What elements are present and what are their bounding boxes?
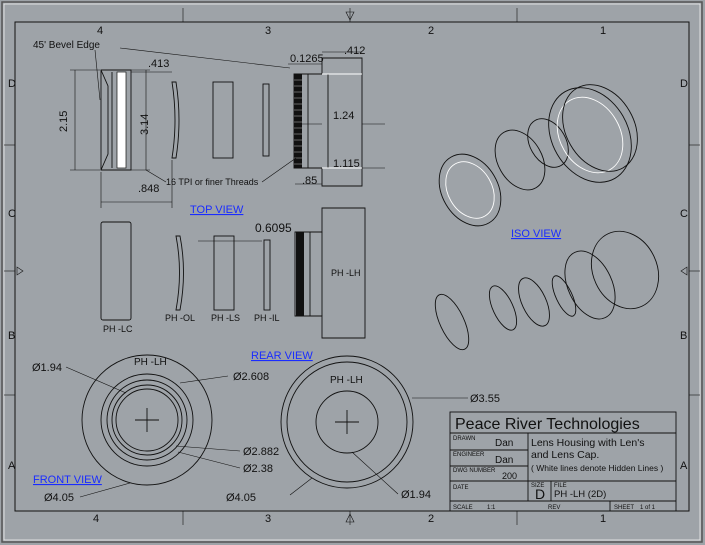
file-value: PH -LH (2D): [554, 489, 606, 500]
scale-value: 1:1: [487, 505, 496, 511]
top-col-3: 3: [265, 25, 271, 37]
drawn-value: Dan: [495, 438, 513, 449]
part-ls-outline: [213, 235, 235, 311]
dim-215: 2.15: [58, 111, 70, 132]
rear-view-drawing: REAR VIEW PH -LH Ø3.55 Ø4.05 Ø1.94: [226, 350, 500, 504]
engineer-value: Dan: [495, 455, 513, 466]
title-line-3: ( White lines denote Hidden Lines ): [531, 463, 663, 473]
right-row-b: B: [680, 330, 687, 342]
inner-frame: [14, 21, 690, 512]
label-lc: PH -LC: [103, 324, 133, 334]
file-label: FILE: [554, 483, 567, 489]
iso-view-drawing: ISO VIEW: [434, 84, 660, 351]
dim-01265: 0.1265: [290, 53, 324, 65]
sheet-label: SHEET: [614, 505, 634, 511]
dwg-number-value: 200: [502, 471, 517, 481]
dim-phi238: Ø2.38: [243, 463, 273, 475]
cap-hidden-band: [116, 71, 127, 169]
left-row-c: C: [8, 208, 16, 220]
top-dimension-lines: [70, 47, 385, 242]
label-il: PH -IL: [254, 313, 280, 323]
size-label: SIZE: [531, 483, 544, 489]
rear-view-link[interactable]: REAR VIEW: [251, 350, 313, 362]
dim-phi355: Ø3.55: [470, 393, 500, 405]
threads-callout: 16 TPI or finer Threads: [166, 177, 259, 187]
bottom-col-4: 4: [93, 513, 99, 525]
part-il-outline: [263, 239, 271, 311]
bevel-callout: 45' Bevel Edge: [33, 40, 100, 51]
bottom-col-1: 1: [600, 513, 606, 525]
rev-label: REV: [548, 505, 560, 511]
thread-band: [294, 74, 302, 168]
dim-1115: 1.115: [333, 158, 360, 170]
dim-124: 1.24: [333, 110, 354, 122]
top-col-4: 4: [97, 25, 103, 37]
label-ls: PH -LS: [211, 313, 240, 323]
left-row-d: D: [8, 78, 16, 90]
iso-view-link[interactable]: ISO VIEW: [511, 228, 562, 240]
part-lh-threads: [296, 232, 304, 316]
title-line-1: Lens Housing with Len's: [531, 437, 645, 449]
thread-lines: [294, 79, 302, 165]
inner-lens-section: [262, 83, 270, 157]
part-ol-outline: [175, 235, 184, 311]
company-name: Peace River Technologies: [455, 416, 640, 433]
parts-row: 0.6095 PH -LC PH -OL PH -LS PH -IL PH -L…: [100, 207, 366, 339]
left-row-a: A: [8, 460, 16, 472]
title-line-2: and Lens Cap.: [531, 449, 599, 461]
size-value: D: [535, 486, 545, 502]
outer-lens-section: [171, 81, 180, 159]
dim-phi2882: Ø2.882: [243, 446, 279, 458]
top-view-link[interactable]: TOP VIEW: [190, 204, 244, 216]
part-lc-outline: [100, 221, 132, 321]
title-block: Peace River Technologies DRAWN Dan ENGIN…: [449, 411, 677, 512]
sheet-value: 1 of 1: [640, 505, 656, 511]
front-view-drawing: PH -LH Ø1.94 Ø2.608 Ø2.882 Ø2.38 FRONT V…: [32, 354, 279, 504]
dim-412: .412: [344, 45, 365, 57]
engineer-label: ENGINEER: [453, 452, 485, 458]
housing-section: [293, 57, 363, 187]
dim-phi194-rear: Ø1.94: [401, 489, 431, 501]
top-col-1: 1: [600, 25, 606, 37]
top-view-drawing: 45' Bevel Edge .413 2.15 3.14 .848 16 TP…: [33, 40, 385, 242]
bottom-col-3: 3: [265, 513, 271, 525]
border-labels: 4 3 2 1 4 3 2 1 D C B A D C B A: [8, 25, 688, 525]
dim-phi194-front: Ø1.94: [32, 362, 62, 374]
dim-phi405-rear: Ø4.05: [226, 492, 256, 504]
dim-06095: 0.6095: [255, 221, 292, 235]
label-lh: PH -LH: [331, 268, 361, 278]
dwg-number-label: DWG NUMBER: [453, 468, 496, 474]
top-col-2: 2: [428, 25, 434, 37]
scale-label: SCALE: [453, 505, 473, 511]
bottom-col-2: 2: [428, 513, 434, 525]
label-ol: PH -OL: [165, 313, 195, 323]
right-row-a: A: [680, 460, 688, 472]
left-row-b: B: [8, 330, 15, 342]
front-view-link[interactable]: FRONT VIEW: [33, 474, 102, 486]
dim-314: 3.14: [139, 114, 151, 135]
date-label: DATE: [453, 485, 469, 491]
dim-848: .848: [138, 183, 159, 195]
dim-85: .85: [302, 175, 317, 187]
right-row-c: C: [680, 208, 688, 220]
frame-highlight: [3, 3, 701, 541]
front-label-lh: PH -LH: [134, 357, 167, 368]
rear-label-lh: PH -LH: [330, 375, 363, 386]
drawn-label: DRAWN: [453, 436, 475, 442]
right-row-d: D: [680, 78, 688, 90]
grid-ticks: [4, 8, 700, 525]
dim-phi2608: Ø2.608: [233, 371, 269, 383]
spacer-section: [212, 81, 234, 159]
dim-413: .413: [148, 58, 169, 70]
dim-phi405-front: Ø4.05: [44, 492, 74, 504]
